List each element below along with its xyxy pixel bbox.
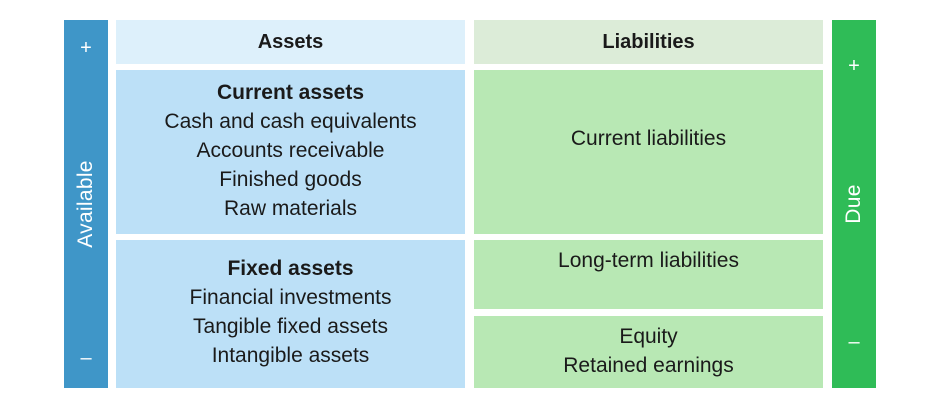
- long-term-liabilities-cell: Long-term liabilities: [474, 240, 823, 309]
- current-asset-item: Accounts receivable: [196, 139, 385, 162]
- current-assets-cell: Current assets Cash and cash equivalents…: [116, 70, 465, 234]
- current-asset-item: Cash and cash equivalents: [164, 110, 417, 133]
- available-plus-sign: +: [80, 37, 92, 59]
- fixed-asset-item: Intangible assets: [211, 344, 370, 367]
- due-label: Due: [842, 184, 865, 224]
- due-minus-sign: –: [848, 331, 860, 353]
- fixed-assets-title: Fixed assets: [227, 257, 354, 280]
- due-bar: + Due –: [832, 20, 876, 388]
- fixed-assets-cell: Fixed assets Financial investments Tangi…: [116, 240, 465, 388]
- available-bar: + Available –: [64, 20, 108, 388]
- current-assets-title: Current assets: [216, 81, 365, 104]
- available-label: Available: [74, 160, 97, 248]
- available-minus-sign: –: [80, 347, 92, 369]
- long-term-liabilities-label: Long-term liabilities: [558, 249, 739, 272]
- current-asset-item: Raw materials: [223, 197, 358, 220]
- fixed-asset-item: Financial investments: [189, 286, 392, 309]
- liabilities-header: Liabilities: [474, 20, 823, 64]
- current-asset-item: Finished goods: [219, 168, 362, 191]
- current-liabilities-cell: Current liabilities: [474, 70, 823, 234]
- current-liabilities-label: Current liabilities: [570, 127, 727, 150]
- assets-header: Assets: [116, 20, 465, 64]
- due-plus-sign: +: [848, 55, 860, 77]
- fixed-asset-item: Tangible fixed assets: [193, 315, 388, 338]
- retained-earnings-label: Retained earnings: [563, 354, 734, 377]
- equity-cell: Equity Retained earnings: [474, 316, 823, 388]
- equity-label: Equity: [619, 325, 678, 348]
